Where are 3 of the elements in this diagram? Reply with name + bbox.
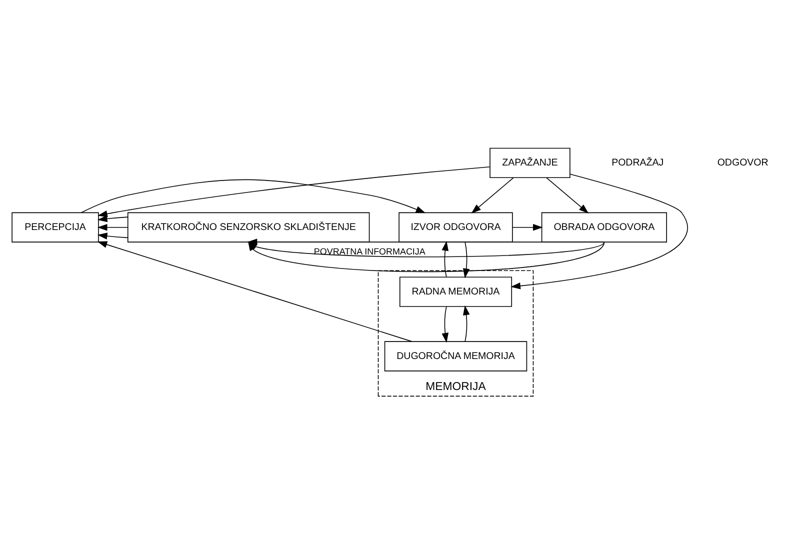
edge-label: POVRATNA INFORMACIJA	[314, 246, 426, 256]
label: PODRAŽAJ	[612, 157, 664, 168]
label: ODGOVOR	[717, 157, 768, 168]
